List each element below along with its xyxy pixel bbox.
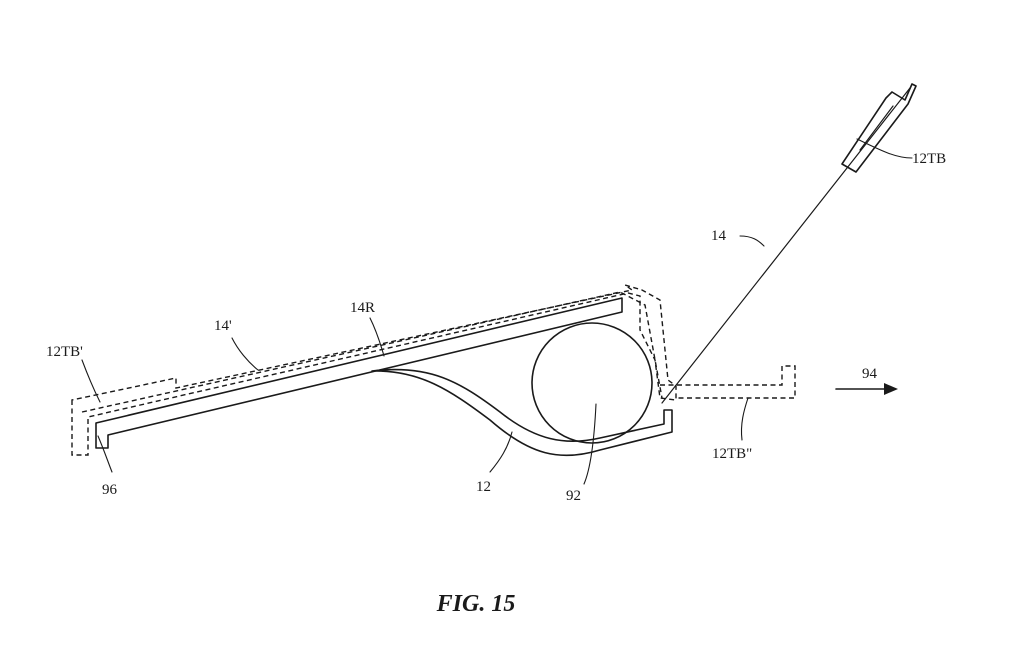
leader-14 (739, 235, 765, 247)
label-12: 12 (476, 479, 491, 495)
leader-96 (97, 435, 113, 473)
label-96: 96 (102, 482, 118, 498)
leader-12 (489, 431, 513, 473)
leader-12tb-prime (81, 359, 101, 403)
direction-arrow-head (884, 383, 898, 395)
label-94: 94 (862, 366, 878, 382)
figure-caption: FIG. 15 (436, 591, 516, 617)
upright-tab (841, 83, 917, 173)
leader-12tb-double (740, 397, 749, 441)
roller (531, 322, 653, 444)
extended-tab (660, 365, 796, 399)
leader-12tb (856, 138, 913, 159)
leader-92 (583, 403, 597, 485)
label-92: 92 (566, 488, 581, 504)
label-12tb-double: 12TB" (712, 446, 752, 462)
label-14: 14 (711, 228, 727, 244)
display-plate (95, 297, 623, 449)
flexible-substrate (371, 368, 673, 457)
folded-display-inner-dash (81, 291, 663, 413)
label-14r: 14R (350, 300, 375, 316)
upright-display (661, 87, 911, 404)
label-14-prime: 14' (214, 318, 232, 334)
label-12tb-prime: 12TB' (46, 344, 83, 360)
leader-14-prime (231, 337, 259, 371)
leader-14r (369, 317, 385, 357)
label-12tb: 12TB (912, 151, 946, 167)
